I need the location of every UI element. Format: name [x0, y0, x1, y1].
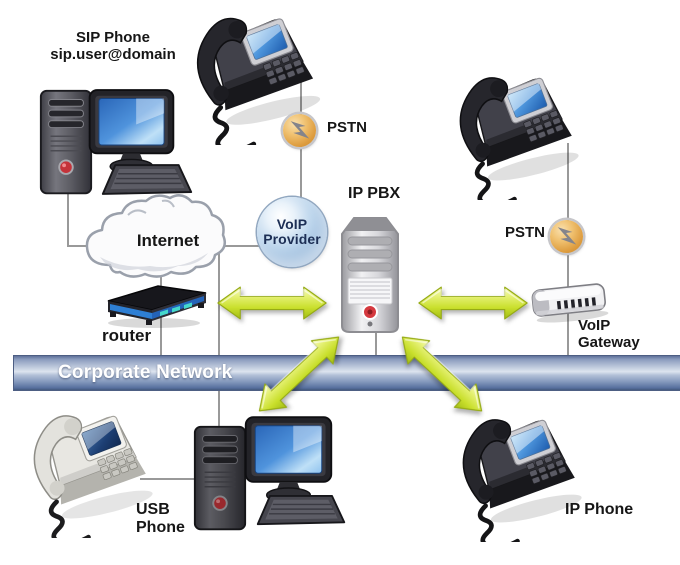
- pstn-right-label: PSTN: [505, 224, 546, 241]
- voip-provider-label-line1: VoIP: [276, 216, 308, 232]
- usb-phone-label: USB Phone: [136, 501, 185, 537]
- ip-pbx-label: IP PBX: [348, 185, 401, 202]
- internet-label: Internet: [136, 231, 200, 250]
- router-label: router: [102, 326, 152, 345]
- corporate-network-label: Corporate Network: [58, 362, 233, 383]
- keyboard-icon: [254, 492, 348, 530]
- internet-cloud-icon: [85, 194, 226, 278]
- double-arrow-router-pbx-icon: [216, 283, 328, 323]
- voip-provider-label-line2: Provider: [263, 231, 321, 247]
- pstn-desk-phone-icon: [452, 60, 592, 200]
- sip-phone-label: SIP Phone sip.user@domain: [18, 29, 208, 64]
- ip-phone-label: IP Phone: [565, 501, 634, 518]
- usb-phone-label-line1: USB: [136, 501, 170, 518]
- ip-pbx-server-icon: [341, 217, 399, 333]
- connector-pc-down: [67, 193, 69, 247]
- pstn-top-label: PSTN: [327, 119, 368, 136]
- pstn-lightning-badge-icon: [283, 114, 316, 147]
- pstn-lightning-badge-icon: [550, 220, 583, 253]
- voip-gateway-icon: [531, 283, 609, 323]
- connector-usbphone-pc: [140, 478, 206, 480]
- router-icon: [107, 285, 207, 328]
- voip-gateway-label: VoIP Gateway: [578, 317, 640, 352]
- usb-phone-label-line2: Phone: [136, 518, 185, 536]
- voip-gateway-label-line1: VoIP: [578, 317, 611, 334]
- voip-provider-sphere: VoIP Provider: [257, 197, 327, 267]
- sip-phone-subtitle: sip.user@domain: [50, 45, 176, 63]
- connector-internet-network: [218, 246, 220, 430]
- connector-pbx-network: [375, 328, 377, 356]
- ip-phone-icon: [455, 402, 595, 542]
- sip-phone-title: SIP Phone: [76, 29, 150, 46]
- double-arrow-pbx-gateway-icon: [417, 283, 529, 323]
- network-bus-bar: Corporate Network: [13, 355, 680, 391]
- connector-internet-provider: [212, 245, 262, 247]
- voip-gateway-label-line2: Gateway: [578, 333, 640, 351]
- keyboard-icon: [99, 161, 195, 200]
